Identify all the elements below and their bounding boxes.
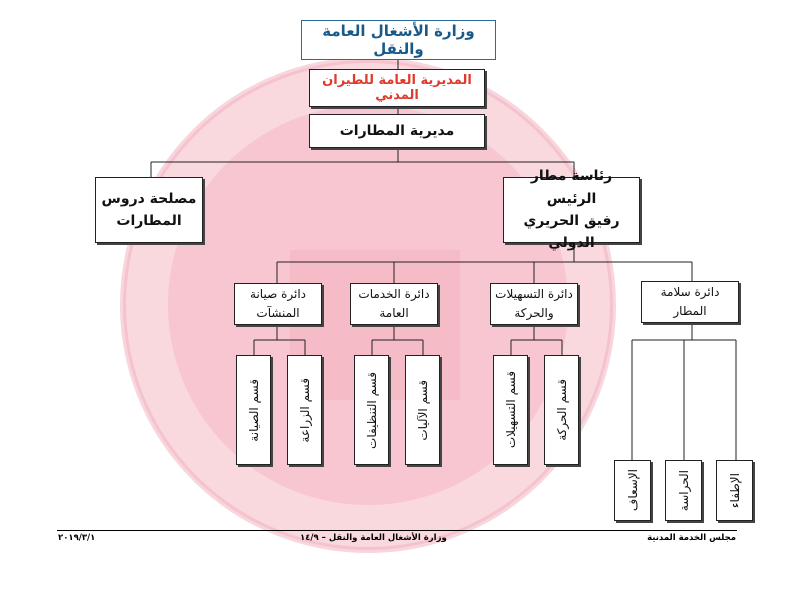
section-label: قسم التنظيفات [364, 371, 379, 449]
department-label-line1: دائرة التسهيلات [495, 286, 573, 301]
footer-council: مجلس الخدمة المدنية [647, 533, 736, 543]
section-facilitation-box: قسم التسهيلات [493, 355, 528, 465]
department-label-line2: العامة [379, 306, 409, 320]
department-general-services-box: دائرة الخدمات العامة [350, 283, 438, 325]
studies-unit-line2: المطارات [116, 213, 182, 229]
department-label-line2: والحركة [514, 306, 554, 320]
airports-directorate-label: مديرية المطارات [339, 123, 455, 139]
footer-divider [57, 530, 737, 531]
footer-ministry-ref: وزارة الأشغال العامة والنقل – ١٤/٩ [300, 533, 447, 543]
section-label: قسم الآليات [415, 379, 430, 441]
department-label-line2: المطار [673, 304, 707, 318]
department-facilitation-box: دائرة التسهيلات والحركة [490, 283, 578, 325]
ministry-label: وزارة الأشغال العامة والنقل [322, 22, 475, 58]
department-label-line1: دائرة صيانة [250, 286, 306, 301]
section-label: قسم الحركة [554, 379, 569, 441]
unit-label: الحراسة [676, 469, 691, 512]
section-agriculture-box: قسم الزراعة [287, 355, 322, 465]
department-safety-box: دائرة سلامة المطار [641, 281, 739, 323]
section-maintenance-box: قسم الصيانة [236, 355, 271, 465]
dgca-box: المديرية العامة للطيران المدني [309, 69, 485, 107]
section-cleaning-box: قسم التنظيفات [354, 355, 389, 465]
studies-unit-box: مصلحة دروس المطارات [95, 177, 203, 243]
unit-first-aid-box: الإسعاف [614, 460, 651, 521]
unit-firefighting-box: الإطفاء [716, 460, 753, 521]
airports-directorate-box: مديرية المطارات [309, 114, 485, 148]
section-vehicles-box: قسم الآليات [405, 355, 440, 465]
department-label-line1: دائرة سلامة [660, 284, 720, 299]
airport-head-box: رئاسة مطار الرئيس رفيق الحريري الدولي [503, 168, 640, 251]
ministry-box: وزارة الأشغال العامة والنقل [301, 20, 496, 60]
dgca-label: المديرية العامة للطيران المدني [322, 73, 472, 103]
unit-guard-box: الحراسة [665, 460, 702, 521]
unit-label: الإسعاف [625, 469, 640, 512]
airport-head-line1: رئاسة مطار الرئيس [530, 168, 613, 207]
section-label: قسم التسهيلات [503, 371, 518, 449]
section-label: قسم الزراعة [297, 377, 312, 443]
studies-unit-line1: مصلحة دروس [101, 190, 197, 207]
airport-head-line2: رفيق الحريري الدولي [523, 213, 620, 252]
unit-label: الإطفاء [727, 472, 742, 509]
department-maintenance-box: دائرة صيانة المنشآت [234, 283, 322, 325]
department-label-line2: المنشآت [256, 306, 300, 320]
footer-date: ٢٠١٩/٣/١ [58, 533, 96, 543]
department-label-line1: دائرة الخدمات [358, 286, 430, 301]
section-label: قسم الصيانة [246, 378, 261, 442]
section-traffic-box: قسم الحركة [544, 355, 579, 465]
